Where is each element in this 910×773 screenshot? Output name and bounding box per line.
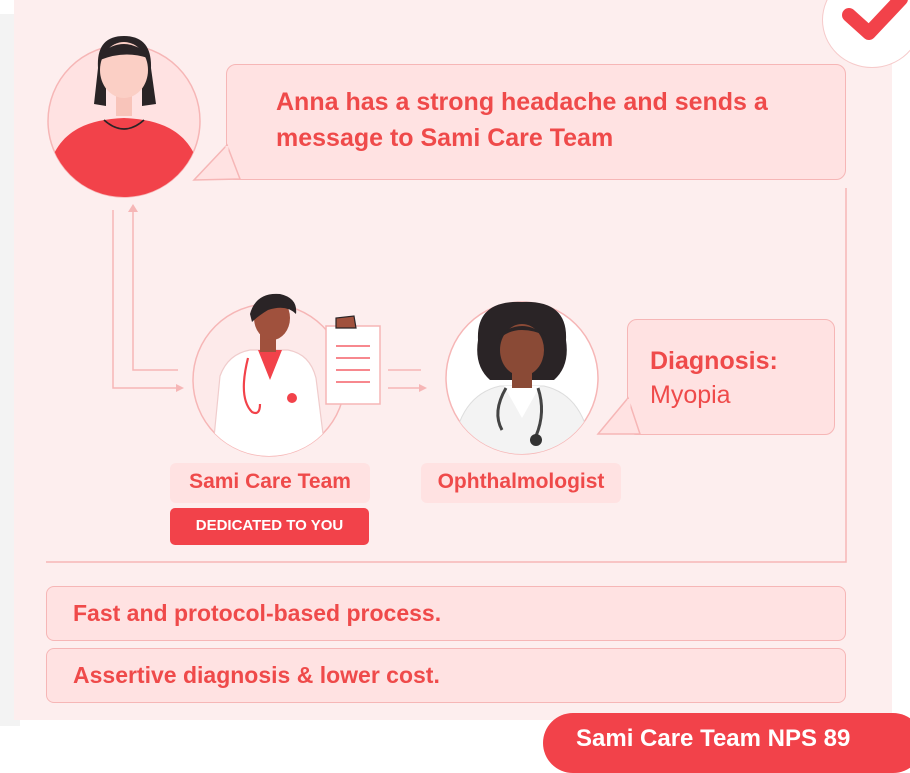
benefit-text: Assertive diagnosis & lower cost. (73, 662, 440, 688)
benefit-item: Assertive diagnosis & lower cost. (46, 648, 846, 703)
check-badge (822, 0, 910, 68)
diagnosis-bubble-tail (596, 396, 642, 435)
arrow-to-anna (128, 204, 138, 212)
nps-badge: Sami Care Team NPS 89 (543, 713, 910, 773)
diagnosis-bubble: Diagnosis: Myopia (627, 319, 835, 435)
nps-badge-text: Sami Care Team NPS 89 (576, 725, 851, 752)
benefit-item: Fast and protocol-based process. (46, 586, 846, 641)
ophthalmologist-label: Ophthalmologist (421, 463, 621, 503)
bubble-tails (192, 143, 642, 435)
patient-bubble-tail (192, 143, 242, 181)
flow-frame (46, 188, 847, 563)
connector-care-to-anna (132, 210, 178, 371)
benefit-text: Fast and protocol-based process. (73, 600, 442, 626)
ophthalmologist-avatar (445, 301, 599, 455)
care-team-avatar (192, 293, 381, 457)
diagnosis-value: Myopia (650, 381, 731, 409)
patient-avatar (47, 36, 201, 198)
arrow-to-oph (419, 384, 427, 392)
check-icon (842, 0, 908, 40)
dedicated-badge: DEDICATED TO YOU (170, 508, 369, 545)
patient-message-bubble: Anna has a strong headache and sends a m… (226, 64, 846, 180)
care-team-label: Sami Care Team (170, 463, 370, 503)
patient-message-text: Anna has a strong headache and sends a m… (276, 88, 768, 152)
connector-anna-to-care (112, 210, 178, 389)
arrow-to-care (176, 384, 184, 392)
flow-connectors (46, 188, 847, 563)
diagnosis-label: Diagnosis: (650, 347, 778, 375)
